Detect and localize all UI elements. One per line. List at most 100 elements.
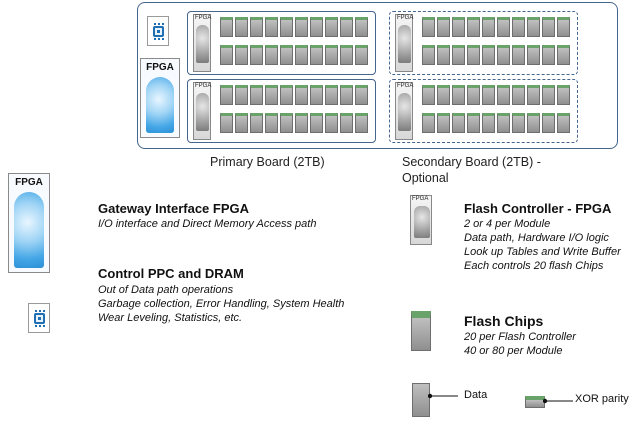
gateway-fpga-label: FPGA <box>146 62 174 73</box>
flash-chip <box>557 17 570 37</box>
flash-controller-fpga-label: FPGA <box>195 83 212 89</box>
flash-chip <box>437 17 450 37</box>
flash-chip <box>557 113 570 133</box>
legend-xor-chip-icon <box>525 396 545 408</box>
flash-chip <box>512 85 525 105</box>
gateway-desc-line: I/O interface and Direct Memory Access p… <box>98 218 317 230</box>
flash-controller-fpga-label: FPGA <box>195 15 212 21</box>
flash-chip <box>340 113 353 133</box>
flash-chip <box>437 113 450 133</box>
flash-chip <box>250 85 263 105</box>
flash-chip <box>250 113 263 133</box>
flash-chip <box>527 85 540 105</box>
flash-chip <box>310 45 323 65</box>
flash-chip <box>497 113 510 133</box>
flash-chip <box>340 85 353 105</box>
flash-chip <box>422 85 435 105</box>
flash-chip <box>325 45 338 65</box>
flash-chip <box>295 17 308 37</box>
flash-chip <box>310 113 323 133</box>
flash-chip <box>542 17 555 37</box>
control-ppc-icon <box>147 16 169 46</box>
flash-chip <box>437 85 450 105</box>
flash-chip <box>452 17 465 37</box>
control-title: Control PPC and DRAM <box>98 266 244 281</box>
flash-controller-fpga-icon: FPGA <box>395 14 413 72</box>
flash-chip <box>280 45 293 65</box>
legend-gateway-fpga-icon: FPGA <box>8 173 50 273</box>
flash-chip <box>355 85 368 105</box>
flash-chips-desc-line-1: 20 per Flash Controller <box>464 331 576 343</box>
flash-chip <box>422 113 435 133</box>
legend-flash-controller-icon: FPGA <box>410 195 432 245</box>
flash-chip <box>325 85 338 105</box>
legend-gateway-fpga-label: FPGA <box>15 177 43 188</box>
flash-chip <box>235 85 248 105</box>
secondary-board-label: Secondary Board (2TB) - <box>402 155 541 169</box>
flash-chip <box>310 85 323 105</box>
flash-chip <box>265 45 278 65</box>
flash-chip <box>527 17 540 37</box>
flash-chip <box>542 85 555 105</box>
flash-chip <box>482 17 495 37</box>
flash-chip <box>542 113 555 133</box>
brain-head-icon <box>146 77 174 133</box>
flash-chip <box>512 17 525 37</box>
flash-chips-desc-line-2: 40 or 80 per Module <box>464 345 563 357</box>
flash-chip <box>355 45 368 65</box>
flash-chip <box>295 85 308 105</box>
flash-chip <box>295 113 308 133</box>
flash-chip <box>355 17 368 37</box>
flash-chips-title: Flash Chips <box>464 313 544 329</box>
flash-chip <box>497 17 510 37</box>
flash-controller-fpga-icon: FPGA <box>193 14 211 72</box>
xor-pointer-line <box>543 398 573 404</box>
flash-chip <box>422 17 435 37</box>
legend-control-ppc-icon <box>28 303 50 333</box>
flash-chip <box>437 45 450 65</box>
flash-chip <box>325 113 338 133</box>
gateway-title: Gateway Interface FPGA <box>98 201 249 216</box>
flash-chip <box>512 113 525 133</box>
flash-chip <box>422 45 435 65</box>
legend-data-chip-icon <box>412 383 430 417</box>
flash-controller-fpga-icon: FPGA <box>193 82 211 140</box>
flash-chip <box>235 45 248 65</box>
flash-chip <box>512 45 525 65</box>
flash-chip <box>467 113 480 133</box>
primary-board-label: Primary Board (2TB) <box>210 155 325 169</box>
flash-chip <box>220 45 233 65</box>
flash-chip <box>265 85 278 105</box>
flash-controller-desc-line-1: 2 or 4 per Module <box>464 218 551 230</box>
flash-chip <box>325 17 338 37</box>
flash-chip <box>467 85 480 105</box>
flash-chip <box>340 45 353 65</box>
module-outline <box>137 2 618 149</box>
legend-flash-controller-fpga-label: FPGA <box>412 196 429 202</box>
flash-chip <box>482 85 495 105</box>
flash-controller-desc-line-3: Look up Tables and Write Buffer <box>464 246 621 258</box>
flash-chip <box>250 45 263 65</box>
flash-chip <box>280 85 293 105</box>
flash-controller-title: Flash Controller - FPGA <box>464 201 612 216</box>
control-desc-line-3: Wear Leveling, Statistics, etc. <box>98 312 243 324</box>
flash-chip <box>265 17 278 37</box>
flash-controller-fpga-icon: FPGA <box>395 82 413 140</box>
flash-controller-fpga-label: FPGA <box>397 15 414 21</box>
xor-parity-label: XOR parity <box>575 393 629 405</box>
flash-chip <box>482 113 495 133</box>
flash-chip <box>482 45 495 65</box>
flash-chip <box>220 17 233 37</box>
flash-chip <box>497 85 510 105</box>
flash-chip <box>220 85 233 105</box>
flash-chip <box>467 45 480 65</box>
flash-chip <box>497 45 510 65</box>
gateway-fpga-icon: FPGA <box>140 58 180 138</box>
control-desc-line-2: Garbage collection, Error Handling, Syst… <box>98 298 345 310</box>
flash-chip <box>452 45 465 65</box>
flash-chip <box>557 45 570 65</box>
flash-chip <box>452 85 465 105</box>
flash-chip <box>235 113 248 133</box>
flash-chip <box>542 45 555 65</box>
flash-chip <box>340 17 353 37</box>
